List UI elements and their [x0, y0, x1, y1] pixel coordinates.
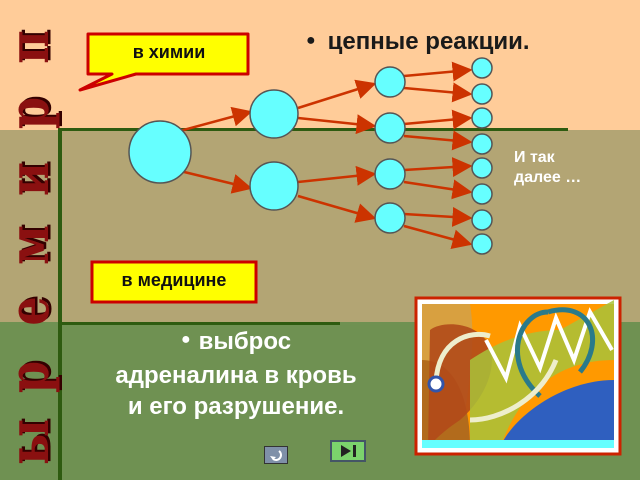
bottom-text-line: и его разрушение.: [127, 393, 345, 420]
chain-arrow: [403, 157, 473, 178]
chain-node: [374, 202, 406, 234]
bullet-icon: ●: [306, 32, 316, 49]
chain-arrow: [403, 82, 473, 103]
chain-node: [471, 133, 493, 155]
chain-node: [374, 66, 406, 98]
etc-line: И так: [514, 149, 555, 166]
chain-nodes: [128, 57, 493, 255]
chain-arrow: [297, 79, 377, 110]
vertical-ruler-top: [58, 128, 62, 328]
play-end-icon: [341, 445, 356, 457]
chain-node: [249, 89, 299, 139]
callout-medicine-label: в медицине: [121, 270, 227, 290]
chain-node: [471, 233, 493, 255]
chain-node: [471, 183, 493, 205]
callout-chemistry-label: в химии: [132, 42, 206, 62]
chain-arrow: [297, 114, 377, 135]
bottom-text-line: адреналина в кровь: [115, 362, 357, 389]
next-button[interactable]: [330, 440, 366, 462]
chain-arrow: [297, 165, 377, 186]
bullet-icon: ●: [180, 331, 191, 348]
stethoscope-heart-illustration: [414, 296, 622, 456]
chain-node: [471, 83, 493, 105]
callout-chemistry: [78, 32, 250, 92]
bottom-text-line: выброс: [198, 328, 292, 355]
return-button[interactable]: [264, 446, 288, 464]
horizontal-ruler-top: [58, 128, 568, 131]
chain-node: [374, 112, 406, 144]
etc-label: И так далее …: [514, 148, 604, 188]
callout-medicine: [90, 260, 258, 304]
chain-node-root: [128, 120, 192, 184]
return-arrow-icon: [270, 450, 282, 461]
chain-node: [249, 161, 299, 211]
chain-arrow: [175, 168, 253, 194]
chain-arrow: [403, 109, 473, 130]
vertical-ruler-bottom: [58, 322, 62, 480]
chain-arrow: [403, 61, 473, 82]
chain-arrow: [403, 130, 473, 151]
chain-arrow: [297, 194, 377, 223]
chain-node: [471, 107, 493, 129]
chain-arrow: [175, 106, 253, 134]
chain-node: [471, 57, 493, 79]
chain-node: [471, 209, 493, 231]
etc-line: далее …: [514, 169, 582, 186]
chain-arrows: [175, 61, 473, 250]
chain-node: [471, 157, 493, 179]
chain-node: [374, 158, 406, 190]
title-text: цепные реакции.: [327, 28, 530, 55]
chain-arrow: [403, 206, 473, 227]
slide-title: ● цепные реакции.: [306, 28, 530, 56]
horizontal-ruler-bottom: [58, 322, 340, 325]
chain-arrow: [403, 179, 473, 200]
bottom-bullet: ● выброс адреналина в кровь и его разруше…: [86, 326, 386, 422]
chain-arrow: [403, 224, 473, 250]
